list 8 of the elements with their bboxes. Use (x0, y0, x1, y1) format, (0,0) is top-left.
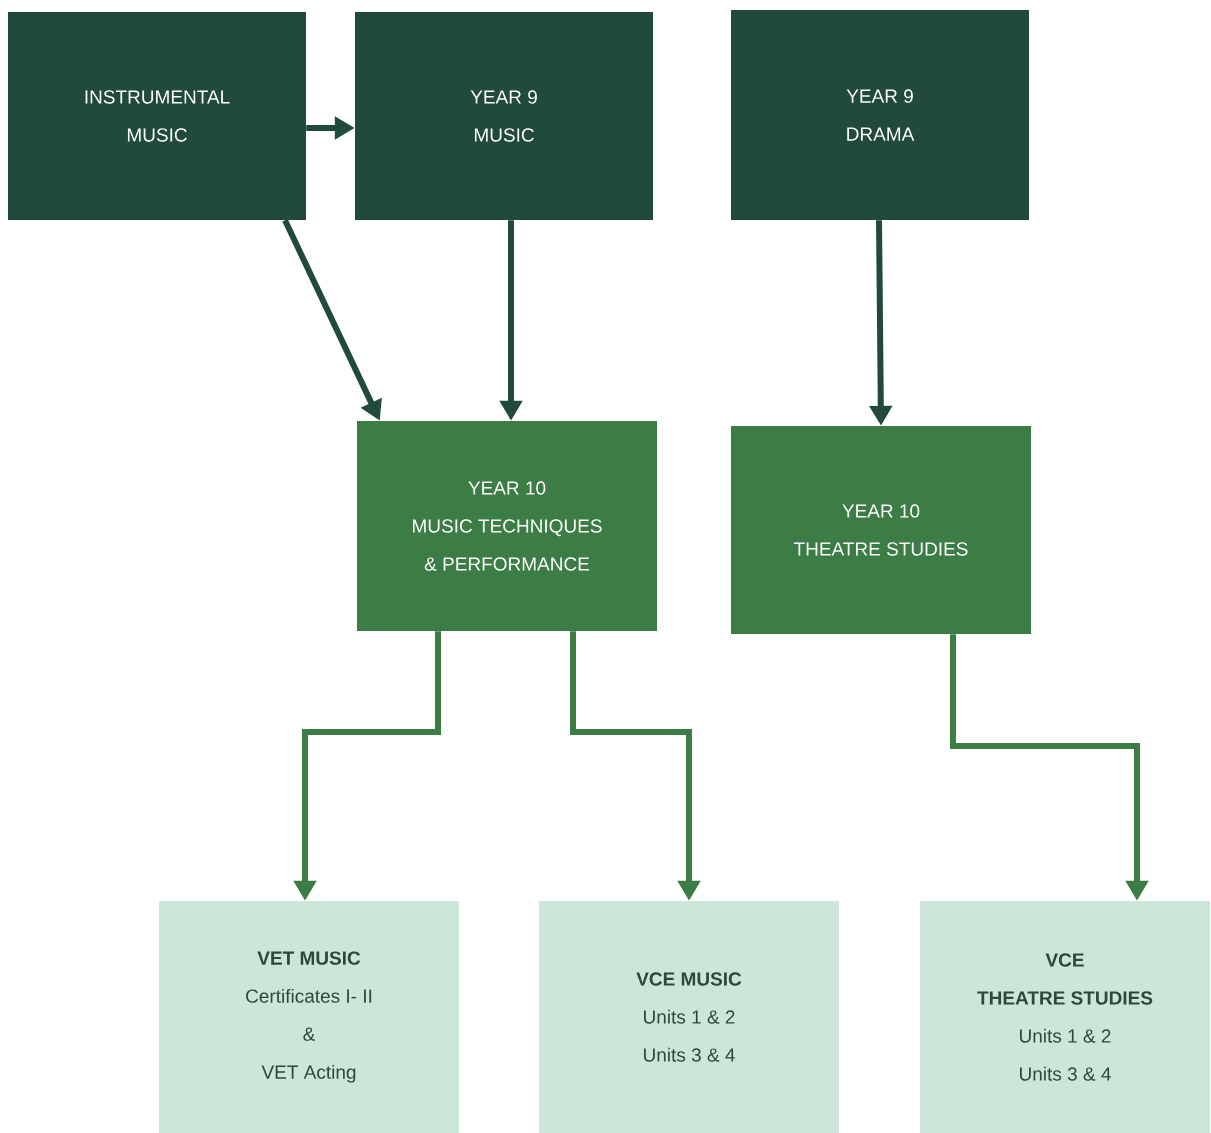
pathway-box: VCE THEATRE STUDIES Units 1 & 2 Units 3 & 4 (920, 901, 1210, 1133)
course-box: YEAR 10 MUSIC TECHNIQUES & PERFORMANCE (357, 421, 657, 631)
pathway-box: VET MUSIC Certificates I- II & VET Acting (159, 901, 459, 1133)
course-box: YEAR 10 THEATRE STUDIES (731, 426, 1031, 634)
course-box: INSTRUMENTAL MUSIC (8, 12, 306, 220)
course-box: YEAR 9 DRAMA (731, 10, 1029, 220)
course-box: YEAR 9 MUSIC (355, 12, 653, 220)
pathway-box: VCE MUSIC Units 1 & 2 Units 3 & 4 (539, 901, 839, 1133)
